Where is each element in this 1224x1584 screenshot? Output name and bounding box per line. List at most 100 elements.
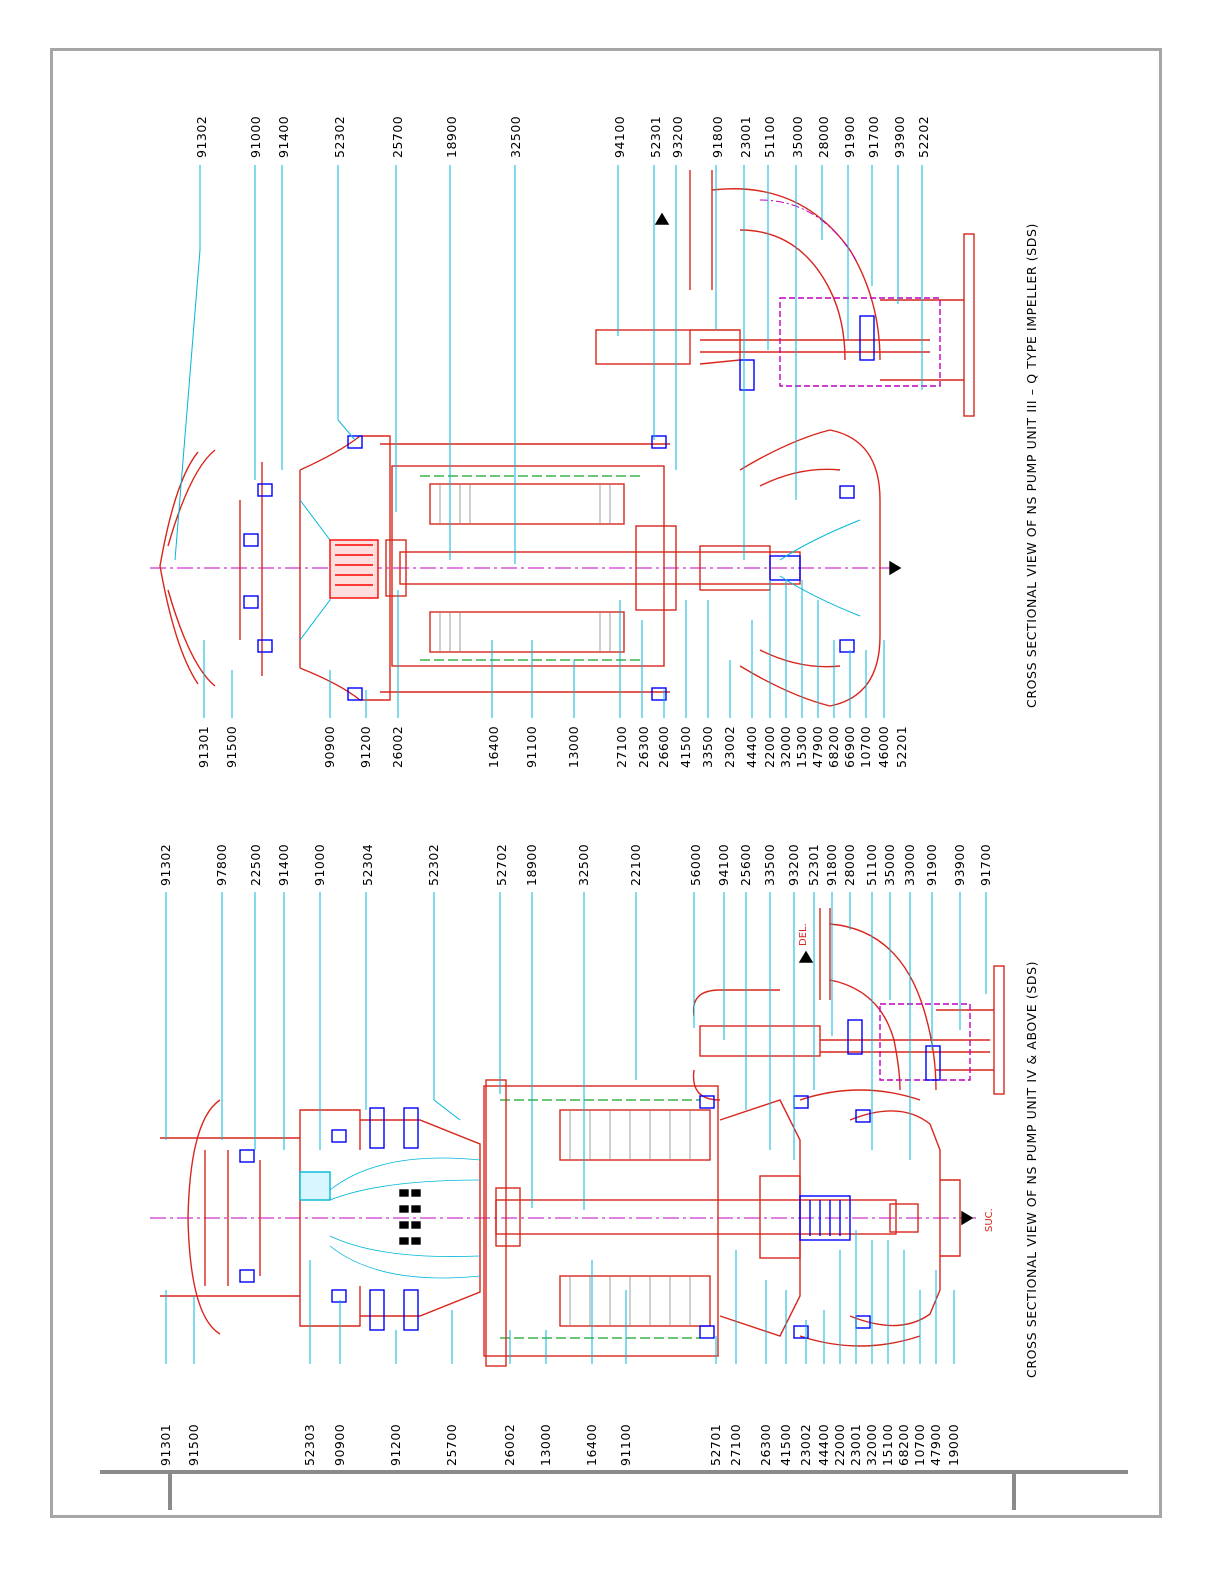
part-number-label: 22500 <box>248 843 263 886</box>
part-number-label: 35000 <box>790 115 805 158</box>
part-number-label: 23002 <box>722 726 737 769</box>
part-number-label: 15300 <box>794 726 809 769</box>
part-number-label: 25700 <box>390 115 405 158</box>
part-number-label: 33500 <box>762 843 777 886</box>
part-number-label: 18900 <box>524 843 539 886</box>
part-number-label: 47900 <box>928 1424 943 1467</box>
part-number-label: 91200 <box>358 726 373 769</box>
part-number-label: 91700 <box>978 843 993 886</box>
part-number-label: 28000 <box>816 115 831 158</box>
part-number-label: 91400 <box>276 843 291 886</box>
part-number-label: 32500 <box>508 115 523 158</box>
part-number-label: 91100 <box>618 1424 633 1467</box>
part-number-label: 91301 <box>158 1424 173 1467</box>
part-number-label: 91900 <box>924 843 939 886</box>
part-number-label: 52302 <box>332 115 347 158</box>
part-number-label: 27100 <box>728 1424 743 1467</box>
part-number-label: 93900 <box>892 115 907 158</box>
part-number-label: 66900 <box>842 726 857 769</box>
discharge-tag: DEL. <box>798 923 809 946</box>
part-number-label: 97800 <box>214 843 229 886</box>
part-number-label: 91500 <box>186 1424 201 1467</box>
part-number-label: 28000 <box>842 843 857 886</box>
part-number-label: 90900 <box>332 1424 347 1467</box>
part-number-label: 13000 <box>566 726 581 769</box>
pump-section-bottom <box>150 892 1005 1367</box>
part-number-label: 41500 <box>678 726 693 769</box>
pump-section-top <box>150 165 975 718</box>
part-number-label: 26002 <box>390 726 405 769</box>
part-number-label: 91200 <box>388 1424 403 1467</box>
bottom-view-caption: CROSS SECTIONAL VIEW OF NS PUMP UNIT IV … <box>1024 960 1039 1378</box>
part-number-label: 56000 <box>688 843 703 886</box>
part-number-label: 91000 <box>312 843 327 886</box>
part-number-label: 91800 <box>710 115 725 158</box>
part-number-label: 26002 <box>502 1424 517 1467</box>
part-number-label: 94100 <box>612 115 627 158</box>
part-number-label: 32500 <box>576 843 591 886</box>
part-number-label: 19000 <box>946 1424 961 1467</box>
part-number-label: 91800 <box>824 843 839 886</box>
part-number-label: 52202 <box>916 115 931 158</box>
part-number-label: 46000 <box>876 726 891 769</box>
part-number-label: 93200 <box>786 843 801 886</box>
part-number-label: 91302 <box>158 843 173 886</box>
part-number-label: 68200 <box>826 726 841 769</box>
part-number-label: 51100 <box>864 843 879 886</box>
part-number-label: 26300 <box>758 1424 773 1467</box>
part-number-label: 16400 <box>584 1424 599 1467</box>
part-number-label: 27100 <box>614 726 629 769</box>
part-number-label: 18900 <box>444 115 459 158</box>
part-number-label: 41500 <box>778 1424 793 1467</box>
part-number-label: 51100 <box>762 115 777 158</box>
sheet-border <box>50 48 1162 1518</box>
part-number-label: 91700 <box>866 115 881 158</box>
part-number-label: 68200 <box>896 1424 911 1467</box>
part-number-label: 52701 <box>708 1424 723 1467</box>
part-number-label: 10700 <box>912 1424 927 1467</box>
part-number-label: 44400 <box>816 1424 831 1467</box>
part-number-label: 52301 <box>806 843 821 886</box>
suction-tag: SUC. <box>984 1208 995 1232</box>
part-number-label: 22100 <box>628 843 643 886</box>
part-number-label: 25600 <box>738 843 753 886</box>
part-number-label: 22000 <box>832 1424 847 1467</box>
top-view-caption: CROSS SECTIONAL VIEW OF NS PUMP UNIT III… <box>1024 223 1039 708</box>
part-number-label: 52303 <box>302 1424 317 1467</box>
title-block <box>100 1470 1128 1510</box>
part-number-label: 32000 <box>778 726 793 769</box>
part-number-label: 91500 <box>224 726 239 769</box>
part-number-label: 35000 <box>882 843 897 886</box>
part-number-label: 26300 <box>636 726 651 769</box>
part-number-label: 91100 <box>524 726 539 769</box>
part-number-label: 26600 <box>656 726 671 769</box>
part-number-label: 23001 <box>738 115 753 158</box>
part-number-label: 47900 <box>810 726 825 769</box>
part-number-label: 33500 <box>700 726 715 769</box>
part-number-label: 52302 <box>426 843 441 886</box>
part-number-label: 33000 <box>902 843 917 886</box>
part-number-label: 52702 <box>494 843 509 886</box>
part-number-label: 23001 <box>848 1424 863 1467</box>
part-number-label: 16400 <box>486 726 501 769</box>
part-number-label: 32000 <box>864 1424 879 1467</box>
part-number-label: 25700 <box>444 1424 459 1467</box>
part-number-label: 91000 <box>248 115 263 158</box>
part-number-label: 94100 <box>716 843 731 886</box>
part-number-label: 23002 <box>798 1424 813 1467</box>
part-number-label: 13000 <box>538 1424 553 1467</box>
part-number-label: 93900 <box>952 843 967 886</box>
part-number-label: 91900 <box>842 115 857 158</box>
part-number-label: 93200 <box>670 115 685 158</box>
part-number-label: 91302 <box>194 115 209 158</box>
part-number-label: 91301 <box>196 726 211 769</box>
part-number-label: 52201 <box>894 726 909 769</box>
part-number-label: 91400 <box>276 115 291 158</box>
part-number-label: 44400 <box>744 726 759 769</box>
part-number-label: 15100 <box>880 1424 895 1467</box>
part-number-label: 52301 <box>648 115 663 158</box>
part-number-label: 52304 <box>360 843 375 886</box>
part-number-label: 22000 <box>762 726 777 769</box>
